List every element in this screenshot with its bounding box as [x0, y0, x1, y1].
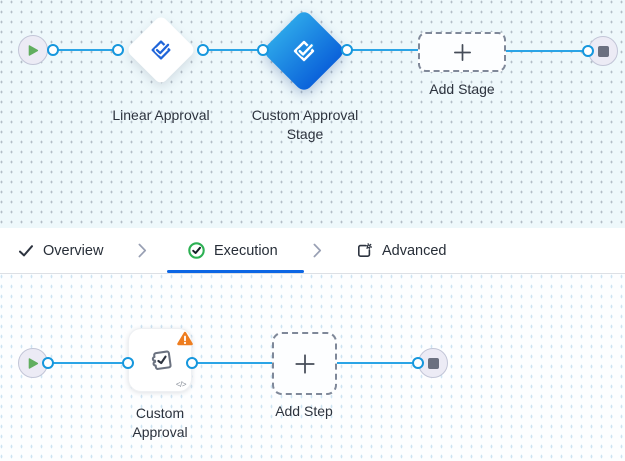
check-circle-icon — [188, 242, 205, 259]
step-canvas[interactable]: </> Custom Approval Add Step — [0, 274, 625, 461]
stop-icon — [427, 357, 439, 369]
check-icon — [18, 243, 34, 258]
connector — [335, 362, 420, 364]
connection-port[interactable] — [186, 357, 198, 369]
connection-port[interactable] — [47, 44, 59, 56]
puzzle-check-icon — [142, 342, 177, 377]
tab-overview[interactable]: Overview — [18, 228, 103, 273]
stage-label: Custom Approval Stage — [251, 107, 359, 142]
chevron-right-icon — [313, 228, 322, 273]
connection-port[interactable] — [412, 357, 424, 369]
tab-advanced[interactable]: Advanced — [356, 228, 447, 273]
step-node-custom-approval[interactable]: </> — [128, 328, 193, 392]
connection-port[interactable] — [112, 44, 124, 56]
tab-label: Overview — [43, 242, 104, 259]
connection-port[interactable] — [42, 357, 54, 369]
plus-icon — [452, 42, 473, 63]
stop-icon — [597, 45, 609, 57]
connector — [197, 49, 266, 51]
tab-label: Advanced — [382, 242, 447, 259]
connection-port[interactable] — [122, 357, 134, 369]
stage-node-custom-approval-stage[interactable] — [261, 8, 347, 94]
step-label: Add Step — [275, 403, 333, 419]
plus-icon — [293, 352, 317, 376]
step-label: Custom Approval — [132, 405, 188, 440]
approval-stage-icon — [289, 36, 319, 66]
stage-tab-bar: Overview Execution — [0, 228, 625, 274]
play-icon — [27, 357, 39, 370]
tab-label: Execution — [214, 242, 278, 259]
connector — [48, 49, 122, 51]
stage-canvas[interactable]: Linear Approval Custom Approval Stage Ad… — [0, 0, 625, 228]
connection-port[interactable] — [257, 44, 269, 56]
approval-stage-icon — [147, 36, 175, 64]
add-step-button[interactable] — [272, 332, 337, 395]
box-gear-icon — [356, 242, 373, 259]
tab-execution[interactable]: Execution — [188, 228, 278, 273]
connector — [46, 362, 130, 364]
end-node[interactable] — [418, 348, 448, 378]
code-icon: </> — [175, 380, 187, 389]
warning-triangle-icon — [177, 331, 193, 346]
connection-port[interactable] — [582, 45, 594, 57]
chevron-right-icon — [138, 228, 147, 273]
start-node[interactable] — [18, 35, 48, 65]
connection-port[interactable] — [197, 44, 209, 56]
connection-port[interactable] — [341, 44, 353, 56]
connector — [345, 49, 420, 51]
play-icon — [27, 44, 39, 57]
stage-node-linear-approval[interactable] — [125, 14, 197, 86]
connector — [194, 362, 274, 364]
stage-label: Linear Approval — [112, 107, 210, 123]
add-stage-button[interactable] — [418, 32, 506, 72]
active-tab-underline — [167, 270, 304, 273]
connector — [505, 50, 590, 52]
stage-label: Add Stage — [429, 81, 495, 97]
